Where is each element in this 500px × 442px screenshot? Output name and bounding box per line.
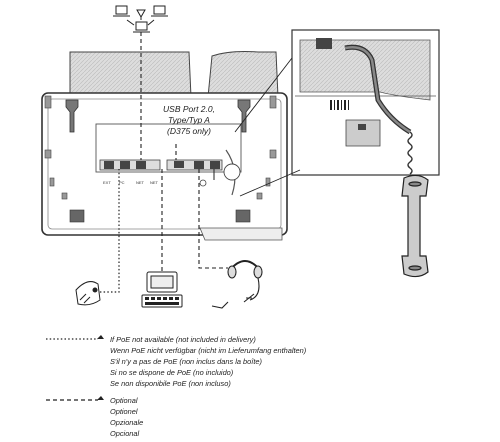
- usb-note-line-2: Type/Typ A: [168, 115, 210, 125]
- legend-poe-line-4: Si no se dispone de PoE (no incluido): [110, 368, 234, 377]
- legend-optional-line-2: Optionel: [110, 407, 138, 416]
- legend-markers: [46, 335, 104, 401]
- legend-poe-line-2: Wenn PoE nicht verfügbar (nicht im Liefe…: [110, 346, 307, 355]
- legend-optional-line-4: Opcional: [110, 429, 140, 438]
- port-net: [136, 161, 146, 169]
- legend-poe-line-3: S'il n'y a pas de PoE (non inclus dans l…: [110, 357, 262, 366]
- port-label-net: NET: [136, 180, 145, 185]
- detail-inset: [291, 29, 440, 176]
- optional-cable-lines: [140, 32, 228, 272]
- port-label-net-2: NET: [150, 180, 159, 185]
- port-ext: [104, 161, 114, 169]
- pc-icon: [141, 271, 183, 308]
- legend-optional-line-3: Opzionale: [110, 418, 144, 427]
- poe-cable-line: [95, 169, 120, 293]
- port-pc: [120, 161, 130, 169]
- usb-note-line-3: (D375 only): [167, 126, 211, 136]
- legend-poe-line-1: If PoE not available (not included in de…: [110, 335, 256, 344]
- usb-note-line-1: USB Port 2.0,: [163, 104, 215, 114]
- port-usb: [174, 161, 184, 168]
- headset-icon: [211, 260, 263, 309]
- port-label-pc: PC: [119, 180, 125, 185]
- legend-optional-line-1: Optional: [110, 396, 138, 405]
- power-supply-icon: [75, 281, 101, 306]
- network-icon: [113, 5, 168, 33]
- phone-base: EXT PC NET NET: [41, 51, 288, 241]
- usb-port-note: USB Port 2.0, Type/Typ A (D375 only): [150, 104, 228, 137]
- handset-icon: [401, 174, 429, 278]
- legend-poe-line-5: Se non disponibile PoE (non incluso): [110, 379, 231, 388]
- port-label-ext: EXT: [103, 180, 111, 185]
